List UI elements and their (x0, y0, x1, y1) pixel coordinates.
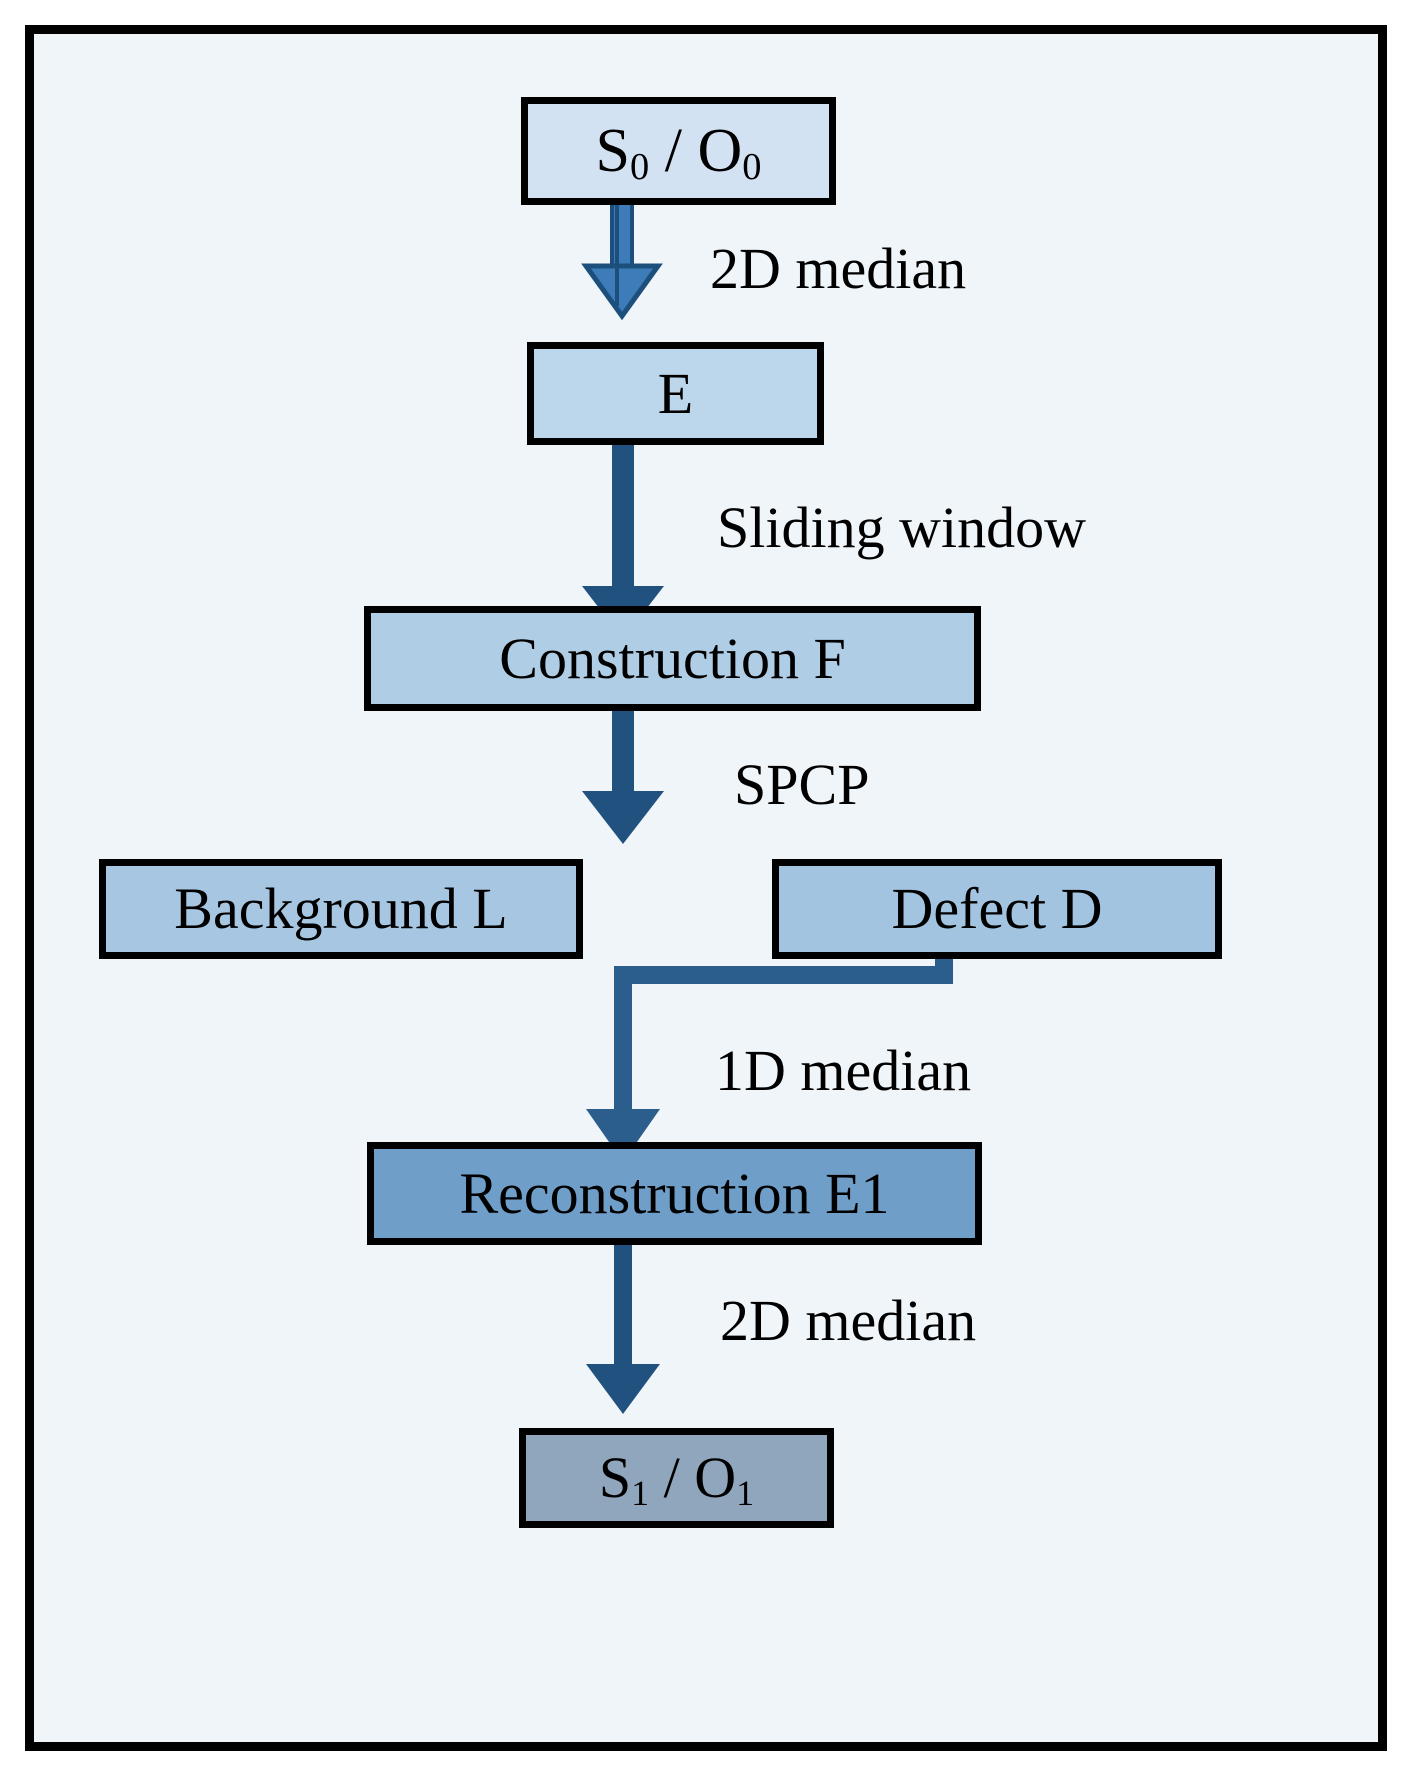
node-background-l-label: Background L (174, 876, 508, 941)
node-e[interactable]: E (527, 342, 824, 445)
node-reconstruction-e1-label: Reconstruction E1 (459, 1160, 890, 1226)
node-construction-f-label: Construction F (499, 625, 846, 691)
node-s1-o1-label: S1 / O1 (598, 1445, 755, 1513)
node-construction-f[interactable]: Construction F (364, 606, 981, 711)
edge-label-spcp: SPCP (734, 752, 870, 817)
node-s0-o0-label: S0 / O0 (595, 117, 762, 189)
node-s1-o1[interactable]: S1 / O1 (519, 1428, 834, 1528)
edge-label-2d-median-top: 2D median (710, 236, 967, 301)
node-defect-d[interactable]: Defect D (772, 859, 1222, 959)
node-s0-o0[interactable]: S0 / O0 (521, 97, 836, 205)
node-e-label: E (657, 360, 694, 426)
edge-label-sliding-window: Sliding window (717, 495, 1086, 560)
edge-label-1d-median: 1D median (715, 1038, 972, 1103)
diagram-frame: S0 / O0 E Construction F Background L De… (25, 25, 1387, 1751)
node-reconstruction-e1[interactable]: Reconstruction E1 (367, 1142, 982, 1245)
node-background-l[interactable]: Background L (99, 859, 583, 959)
edge-label-2d-median-bottom: 2D median (720, 1288, 977, 1353)
node-defect-d-label: Defect D (891, 876, 1103, 941)
